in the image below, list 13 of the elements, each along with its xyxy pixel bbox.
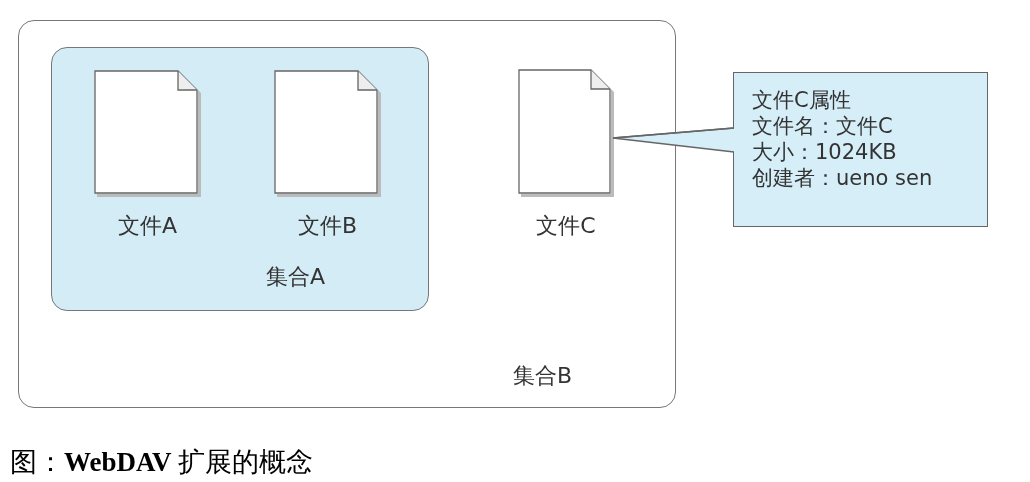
callout-text: 文件C属性 bbox=[752, 87, 852, 113]
group-box bbox=[51, 47, 429, 311]
file-label: 文件A bbox=[117, 212, 178, 240]
callout-box bbox=[733, 72, 988, 227]
callout-text: 大小：1024KB bbox=[752, 139, 898, 165]
file-label: 文件C bbox=[536, 212, 596, 240]
group-box bbox=[18, 20, 676, 408]
callout-text: 文件名：文件C bbox=[752, 113, 894, 139]
callout-text: 创建者：ueno sen bbox=[752, 165, 934, 191]
group-title: 集合B bbox=[513, 362, 573, 390]
file-label: 文件B bbox=[297, 212, 358, 240]
caption: 图：WebDAV 扩展的概念 bbox=[10, 446, 314, 479]
group-title: 集合A bbox=[266, 263, 326, 291]
